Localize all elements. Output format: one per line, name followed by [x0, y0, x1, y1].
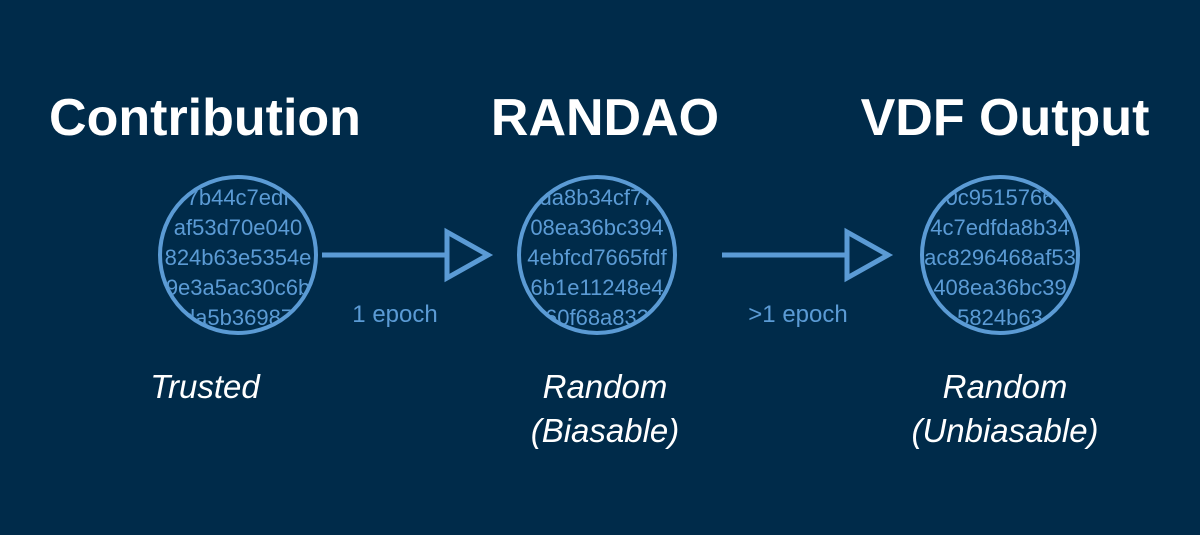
contribution-circle: 7b44c7edf af53d70e040 824b63e5354e 9e3a5… — [158, 175, 318, 335]
contribution-caption: Trusted — [45, 365, 365, 409]
caption-line: (Unbiasable) — [911, 412, 1099, 449]
hex-line: 5824b63 — [957, 305, 1043, 330]
randao-caption: Random (Biasable) — [445, 365, 765, 453]
caption-line: (Biasable) — [530, 412, 680, 449]
stage-title-randao: RANDAO — [490, 89, 720, 147]
hex-line: 7b44c7edf — [186, 185, 290, 210]
hex-line: 9e3a5ac30c6b — [165, 275, 311, 300]
contribution-hex-text: 7b44c7edf af53d70e040 824b63e5354e 9e3a5… — [164, 183, 312, 331]
hex-line: 60f68a832 — [545, 305, 649, 330]
hex-line: 0c9515766 — [945, 185, 1055, 210]
vdf-output-hex-text: 0c9515766 4c7edfda8b34 ac8296468af53 408… — [924, 183, 1076, 331]
hex-line: da5b36987 — [182, 305, 294, 330]
hex-line: 4ebfcd7665fdf — [527, 245, 667, 270]
arrow-label-more-than-1-epoch: >1 epoch — [748, 301, 848, 328]
vdf-output-caption: Random (Unbiasable) — [845, 365, 1165, 453]
caption-line: Random — [942, 368, 1068, 405]
randao-circle: da8b34cf77 08ea36bc394 4ebfcd7665fdf 6b1… — [517, 175, 677, 335]
hex-line: da8b34cf77 — [539, 185, 655, 210]
hex-line: af53d70e040 — [173, 215, 303, 240]
hex-line: 4c7edfda8b34 — [930, 215, 1070, 240]
hex-line: ac8296468af53 — [924, 245, 1076, 270]
arrow-right-icon — [322, 227, 494, 283]
caption-line: Random — [542, 368, 668, 405]
hex-line: 6b1e11248e4 — [530, 275, 664, 300]
randao-hex-text: da8b34cf77 08ea36bc394 4ebfcd7665fdf 6b1… — [527, 183, 667, 331]
hex-line: 08ea36bc394 — [530, 215, 664, 240]
hex-line: 824b63e5354e — [164, 245, 312, 270]
stage-title-vdf-output: VDF Output — [860, 89, 1150, 147]
hex-line: 408ea36bc39 — [933, 275, 1067, 300]
arrow-label-1-epoch: 1 epoch — [352, 301, 438, 328]
arrow-right-icon — [722, 227, 894, 283]
vdf-output-circle: 0c9515766 4c7edfda8b34 ac8296468af53 408… — [920, 175, 1080, 335]
stage-title-contribution: Contribution — [49, 89, 361, 147]
caption-line: Trusted — [150, 368, 260, 405]
